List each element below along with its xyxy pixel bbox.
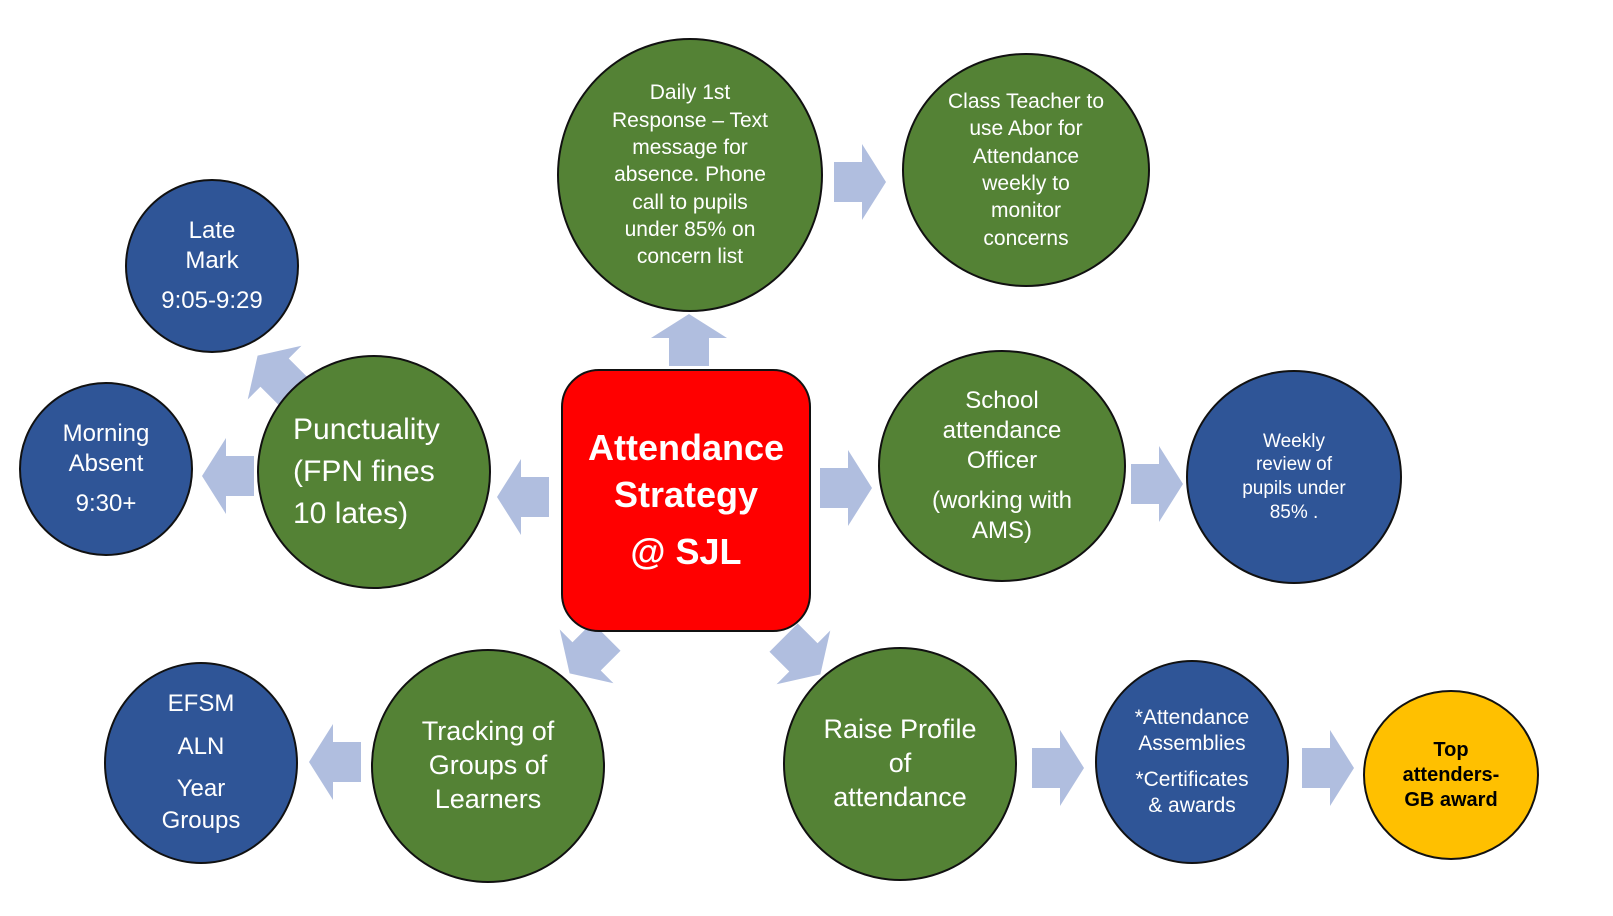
attendance-strategy-center: Attendance Strategy @ SJL — [561, 369, 811, 632]
arrow-left-to-groups-icon — [309, 724, 361, 800]
late-mark-node: Late Mark 9:05-9:29 — [125, 179, 299, 353]
node-line: Officer — [966, 447, 1038, 474]
node-line: Assemblies — [1138, 731, 1246, 755]
node-line: absence. Phone — [614, 163, 766, 187]
node-line: Response – Text — [611, 108, 769, 132]
arrow-right-to-weekly-icon — [1131, 446, 1183, 522]
arrow-right-to-officer-icon — [820, 450, 872, 526]
morning-absent-node: Morning Absent 9:30+ — [19, 382, 193, 556]
node-line: (FPN fines — [293, 455, 435, 488]
node-line: of — [888, 748, 912, 779]
node-line: Learners — [434, 783, 542, 814]
arrow-right-to-top-icon — [1302, 730, 1354, 806]
center-title-line: Strategy — [613, 474, 759, 516]
node-line: *Attendance — [1134, 705, 1250, 729]
daily-response-node: Daily 1st Response – Text message for ab… — [557, 38, 823, 312]
node-line: concerns — [983, 226, 1069, 250]
node-line: GB award — [1404, 788, 1498, 811]
arrow-down-left-to-tracking-icon — [559, 622, 621, 684]
node-line: message for — [632, 136, 748, 160]
node-line: under 85% on — [624, 217, 756, 241]
arrow-down-right-to-raise-icon — [769, 623, 831, 685]
arrow-right-to-assemblies-icon — [1032, 730, 1084, 806]
arrow-left-to-punctuality-icon — [497, 459, 549, 535]
center-title-line: @ SJL — [630, 530, 742, 572]
arrow-left-to-morning-icon — [202, 438, 254, 514]
top-attenders-node: Top attenders- GB award — [1363, 690, 1539, 860]
class-teacher-node: Class Teacher to use Abor for Attendance… — [902, 53, 1150, 287]
center-title-line: Attendance — [587, 427, 785, 469]
node-line: & awards — [1148, 794, 1236, 818]
learner-groups-node: EFSM ALN Year Groups — [104, 662, 298, 864]
node-line: Class Teacher to — [947, 90, 1105, 114]
node-line: concern list — [636, 245, 744, 269]
node-line: Absent — [68, 450, 144, 477]
node-line: (working with — [931, 487, 1073, 514]
node-line: EFSM — [167, 690, 235, 718]
node-line: weekly to — [982, 172, 1070, 195]
node-line: 10 lates) — [293, 497, 409, 530]
node-line: 85% . — [1269, 501, 1319, 523]
node-line: *Certificates — [1135, 768, 1249, 791]
node-line: attendance — [942, 417, 1062, 444]
node-line: Attendance — [972, 144, 1080, 168]
node-line: Mark — [185, 247, 239, 274]
node-line: Raise Profile — [823, 714, 977, 745]
tracking-groups-node: Tracking of Groups of Learners — [371, 649, 605, 883]
arrow-right-to-class-teacher-icon — [834, 144, 886, 220]
node-line: Morning — [62, 420, 150, 447]
assemblies-awards-node: *Attendance Assemblies *Certificates & a… — [1095, 660, 1289, 864]
punctuality-node: Punctuality (FPN fines 10 lates) — [257, 355, 491, 589]
arrow-up-to-daily-icon — [651, 314, 727, 366]
node-line: Late — [188, 217, 236, 244]
node-line: ALN — [177, 732, 225, 760]
node-line: call to pupils — [632, 190, 748, 214]
weekly-review-node: Weekly review of pupils under 85% . — [1186, 370, 1402, 584]
node-line: review of — [1255, 454, 1333, 476]
node-line: monitor — [990, 199, 1062, 223]
node-line: Groups of — [428, 750, 548, 781]
node-line: pupils under — [1242, 478, 1346, 499]
raise-profile-node: Raise Profile of attendance — [783, 647, 1017, 881]
node-line: Top — [1433, 738, 1469, 761]
node-line: use Abor for — [969, 117, 1083, 141]
node-line: Punctuality — [293, 413, 440, 446]
node-line: AMS) — [972, 517, 1032, 544]
school-attendance-officer-node: School attendance Officer (working with … — [878, 350, 1126, 582]
node-line: Daily 1st — [649, 81, 731, 105]
node-line: Groups — [161, 807, 241, 835]
node-line: Year — [176, 775, 226, 802]
node-line: Weekly — [1263, 430, 1325, 452]
node-line: 9:30+ — [75, 490, 137, 517]
node-line: Tracking of — [421, 716, 555, 747]
node-line: attenders- — [1402, 763, 1500, 786]
node-line: School — [965, 387, 1039, 414]
node-line: 9:05-9:29 — [161, 287, 263, 314]
node-line: attendance — [833, 781, 967, 812]
